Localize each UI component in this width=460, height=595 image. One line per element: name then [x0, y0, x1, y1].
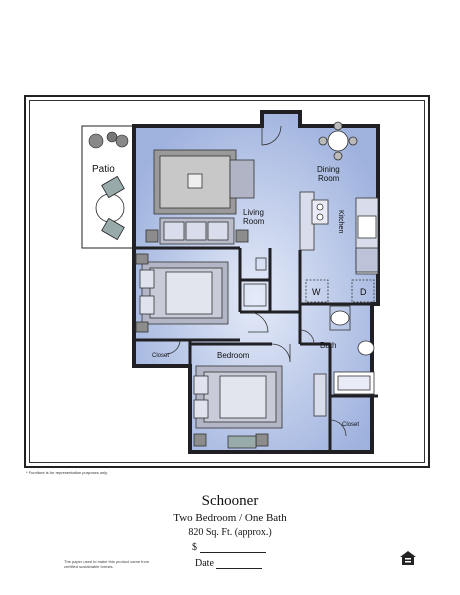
- plan-type: Two Bedroom / One Bath: [173, 512, 287, 524]
- door-swings: [165, 125, 347, 437]
- room-label-patio: Patio: [92, 164, 115, 175]
- room-label-bedroom: Bedroom: [217, 351, 250, 360]
- floor-plan-inner-border: [29, 100, 425, 463]
- date-line: [216, 559, 263, 569]
- date-label: Date: [195, 558, 214, 569]
- furniture-footnote: * Furniture is for representation purpos…: [26, 470, 108, 475]
- bedroom-one-furniture: [135, 253, 267, 333]
- price-symbol: $: [192, 542, 197, 553]
- plan-name: Schooner: [201, 493, 259, 509]
- room-label-living-1: Living: [243, 208, 264, 217]
- patio-plants: [88, 131, 129, 149]
- room-label-living-2: Room: [243, 217, 265, 226]
- price-field: $: [192, 542, 266, 553]
- paper-source-note: The paper used to make this product came…: [64, 559, 150, 569]
- room-label-bath: Bath: [320, 341, 336, 350]
- plan-area: 820 Sq. Ft. (approx.): [188, 527, 272, 538]
- interior-walls: [134, 246, 378, 452]
- dining-table-set: [318, 121, 358, 161]
- room-label-dining-2: Room: [318, 174, 340, 183]
- room-label-closet-right: Closet: [342, 422, 359, 428]
- kitchen-counters: [299, 191, 379, 275]
- equal-housing-opportunity-icon: [400, 551, 416, 565]
- room-label-dryer: D: [360, 287, 367, 297]
- price-line: [199, 543, 266, 553]
- washer-dryer: [305, 279, 375, 303]
- room-label-washer: W: [312, 287, 321, 297]
- bedroom-two-furniture: [193, 365, 327, 449]
- room-label-closet-left: Closet: [152, 353, 169, 359]
- patio-table-set: [95, 175, 125, 241]
- room-label-dining-1: Dining: [317, 165, 340, 174]
- living-room-furniture: [145, 149, 255, 245]
- bath-fixtures: [329, 305, 375, 395]
- date-field: Date: [195, 558, 263, 569]
- room-label-kitchen: Kitchen: [337, 210, 344, 233]
